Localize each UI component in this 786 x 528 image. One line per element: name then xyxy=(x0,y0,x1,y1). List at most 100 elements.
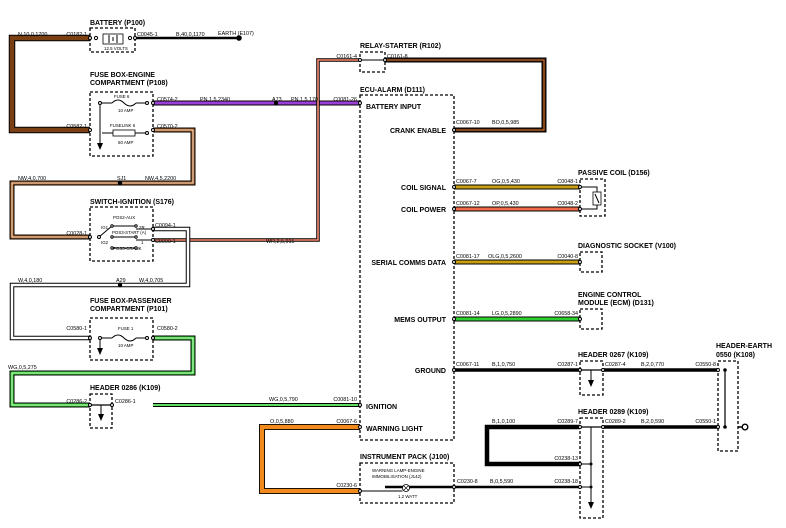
wire-label-b-0289-right: B,2,0,590 xyxy=(641,419,664,425)
header-0286-component: HEADER 0286 (K109) xyxy=(89,385,160,429)
switch-ignition-title: SWITCH-IGNITION (S176) xyxy=(90,199,174,206)
earth-title: EARTH (E107) xyxy=(218,31,254,37)
conn-c0658-34: C0658-34 xyxy=(554,311,578,317)
conn-c0550-1: C0550-1 xyxy=(695,419,716,425)
header-earth-box xyxy=(717,360,739,452)
fusebox-pass-fuse-symbol xyxy=(100,334,147,342)
conn-c0067-6: C0067-6 xyxy=(336,419,357,425)
header-0286-title: HEADER 0286 (K109) xyxy=(90,385,160,392)
header-earth-title-2: 0550 (K108) xyxy=(716,352,755,359)
ecm-title-2: MODULE (ECM) (D131) xyxy=(578,300,654,307)
earth-terminal xyxy=(236,35,242,41)
header-0267-title: HEADER 0267 (K109) xyxy=(578,352,648,359)
wire-o-warn-core xyxy=(259,424,360,494)
fusebox-engine-earth-arrow xyxy=(97,143,103,150)
header-earth-component: HEADER-EARTH 0550 (K108) xyxy=(716,343,772,452)
header-0289-arrow xyxy=(588,502,594,509)
fusebox-engine-box xyxy=(89,91,154,157)
wire-label-a29: A29 xyxy=(116,278,126,284)
header-earth-terminal xyxy=(741,423,749,431)
ecm-title-1: ENGINE CONTROL xyxy=(578,292,642,299)
junction-sj1 xyxy=(117,180,123,186)
instrument-pack-component: INSTRUMENT PACK (J100) WARNING LAMP-ENGI… xyxy=(359,454,455,504)
conn-c0289-7: C0289-7 xyxy=(557,419,578,425)
conn-c0161-4: C0161-4 xyxy=(336,54,357,60)
header-0267-component: HEADER 0267 (K109) xyxy=(578,352,648,396)
junction-a29 xyxy=(117,282,123,288)
switch-pos-start: POS3-START (A) xyxy=(112,230,147,235)
battery-volts: 12.5 VOLTS xyxy=(104,46,128,51)
fusebox-pass-title-1: FUSE BOX-PASSENGER xyxy=(90,298,172,305)
ecm-box xyxy=(579,308,603,330)
wire-nw-stripe xyxy=(11,129,194,238)
diag-socket-component: DIAGNOSTIC SOCKET (V100) xyxy=(578,243,676,273)
switch-ignition-component: SWITCH-IGNITION (S176) POS2-AUX POS3-STA… xyxy=(89,199,174,262)
conn-c0570-2: C0570-2 xyxy=(157,124,178,130)
ecu-ground: GROUND xyxy=(415,368,446,375)
wires xyxy=(8,34,743,494)
wire-label-w-left: W,4,0,180 xyxy=(18,278,42,284)
conn-c0289-2: C0289-2 xyxy=(605,419,626,425)
wire-label-b-earth: B,40,0,1170 xyxy=(176,32,205,38)
wire-n-battery-core xyxy=(9,35,90,133)
fusebox-pass-earth-arrow xyxy=(97,348,103,355)
wire-label-sj1: SJ1 xyxy=(117,176,126,182)
conn-c0028-1: C0028-1 xyxy=(66,231,87,237)
conn-c0081-14: C0081-14 xyxy=(456,311,480,317)
fusebox-engine-title-2: COMPARTMENT (P108) xyxy=(90,80,168,87)
conn-c0040-8: C0040-8 xyxy=(557,254,578,260)
ecu-serial: SERIAL COMMS DATA xyxy=(371,260,446,267)
wire-b-0289-left xyxy=(484,424,580,467)
ecu-crank-enable: CRANK ENABLE xyxy=(390,128,446,135)
fuselink-symbol xyxy=(112,129,136,137)
ecm-component: ENGINE CONTROL MODULE (ECM) (D131) xyxy=(578,292,654,330)
wire-label-lg: LG,0,5,2890 xyxy=(492,311,522,317)
header-0286-arrow xyxy=(98,414,104,421)
fuselink-label: FUSELINK 6 xyxy=(110,123,136,128)
conn-c0045-1: C0045-1 xyxy=(137,32,158,38)
wire-bo-stripe xyxy=(385,59,545,131)
conn-c0580-1: C0580-1 xyxy=(66,326,87,332)
conn-c0238-13: C0238-13 xyxy=(554,456,578,462)
wire-label-pn-a: PN,1,5,2340 xyxy=(200,97,230,103)
fusebox-pass-fuse-rating: 10 AMP xyxy=(118,343,133,348)
conn-c0574-2: C0574-2 xyxy=(157,97,178,103)
wire-label-pn-b: PN,1,5,170 xyxy=(291,97,318,103)
ecu-coil-power: COIL POWER xyxy=(401,207,446,214)
wire-label-op: OP,0,5,430 xyxy=(492,201,519,207)
conn-c0287-1: C0287-1 xyxy=(557,362,578,368)
relay-starter-title: RELAY-STARTER (R102) xyxy=(360,43,441,50)
diag-socket-title: DIAGNOSTIC SOCKET (V100) xyxy=(578,243,676,250)
instrument-lamp-1: WARNING LAMP-ENGINE xyxy=(372,468,425,473)
fusebox-pass-box xyxy=(89,317,154,361)
fusebox-pass-title-2: COMPARTMENT (P101) xyxy=(90,306,168,313)
wire-label-a73: A73 xyxy=(272,97,282,103)
instrument-lamp-2: IMMOBILISATION (J142) xyxy=(372,474,422,479)
wire-label-olg: OLG,0,5,2600 xyxy=(488,254,522,260)
wire-wr xyxy=(153,58,360,242)
conn-c0067-10: C0067-10 xyxy=(456,120,480,126)
wire-label-og: OG,0,5,430 xyxy=(492,179,520,185)
conn-c0230-8: C0230-8 xyxy=(457,479,478,485)
wire-label-wr: WR,2,5,915 xyxy=(266,239,294,245)
wire-nw-core xyxy=(10,128,195,239)
conn-c0067-11: C0067-11 xyxy=(456,362,479,368)
fusebox-pass-component: FUSE BOX-PASSENGER COMPARTMENT (P101) FU… xyxy=(89,298,172,361)
ecu-mems: MEMS OUTPUT xyxy=(394,317,446,324)
conn-c0048-2: C0048-2 xyxy=(557,201,578,207)
switch-contacts xyxy=(98,225,136,249)
wire-label-b-0267: B,2,0,770 xyxy=(641,362,664,368)
conn-c0182-1: C0182-1 xyxy=(66,32,87,38)
fusebox-engine-title-1: FUSE BOX-ENGINE xyxy=(90,72,155,79)
header-0286-box xyxy=(89,393,113,429)
wire-wg-stripe xyxy=(11,337,194,406)
wire-label-w-right: W,4,0,705 xyxy=(139,278,163,284)
fusebox-pass-fuse-label: FUSE 1 xyxy=(118,326,134,331)
wire-label-b-ip: B,0,5,590 xyxy=(490,479,513,485)
wire-label-nw-left: NW,4,0,700 xyxy=(18,176,46,182)
switch-ignition-box xyxy=(89,206,154,262)
wire-label-b-ground: B,1,0,750 xyxy=(492,362,515,368)
fuse6-label: FUSE 6 xyxy=(114,94,130,99)
header-0289-component: HEADER 0289 (K109) xyxy=(578,409,648,519)
conn-c0048-1: C0048-1 xyxy=(557,179,578,185)
